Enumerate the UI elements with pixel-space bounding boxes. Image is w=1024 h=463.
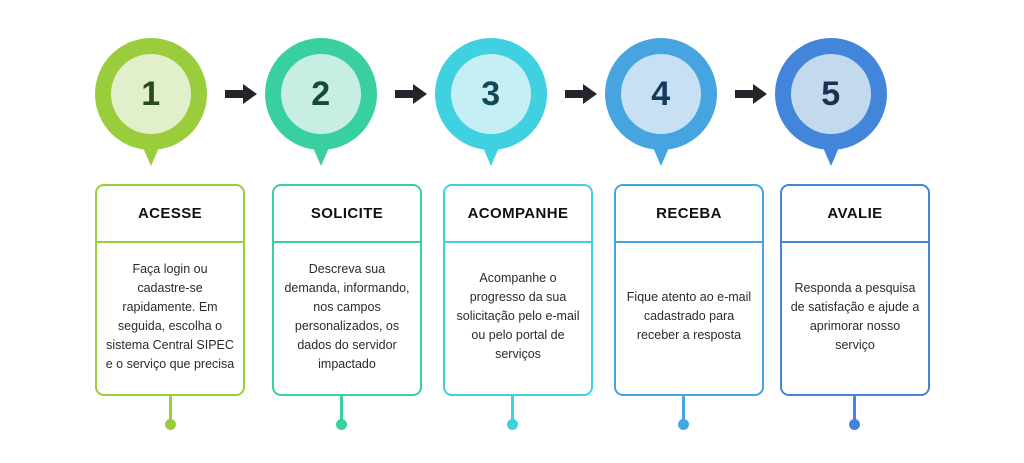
- step-card-title-5: AVALIE: [827, 205, 883, 222]
- step-card-body-4: Fique atento ao e-mail cadastrado para r…: [616, 243, 762, 394]
- stem-4: [682, 396, 685, 422]
- step-card-body-5: Responda a pesquisa de satisfação e ajud…: [782, 243, 928, 394]
- stem-3: [511, 396, 514, 422]
- pin-ring-4: 4: [605, 38, 717, 150]
- dot-3: [507, 419, 518, 430]
- right-arrow-icon-3: [564, 83, 598, 105]
- step-number-2: 2: [311, 75, 331, 113]
- step-card-header-5: AVALIE: [782, 186, 928, 243]
- step-card-text-3: Acompanhe o progresso da sua solicitação…: [456, 271, 580, 361]
- step-card-text-1: Faça login ou cadastre-se rapidamente. E…: [105, 261, 235, 371]
- pin-inner-3: 3: [451, 54, 531, 134]
- step-card-3: ACOMPANHE Acompanhe o progresso da sua s…: [443, 184, 593, 396]
- stem-2: [340, 396, 343, 422]
- stem-1: [169, 396, 172, 422]
- step-marker-3: 3: [435, 38, 547, 168]
- step-card-text-2: Descreva sua demanda, informando, nos ca…: [284, 261, 410, 371]
- pin-inner-4: 4: [621, 54, 701, 134]
- pin-inner-1: 1: [111, 54, 191, 134]
- step-number-1: 1: [141, 75, 161, 113]
- step-number-5: 5: [821, 75, 841, 113]
- right-arrow-icon-4: [734, 83, 768, 105]
- step-marker-4: 4: [605, 38, 717, 168]
- step-marker-2: 2: [265, 38, 377, 168]
- step-card-body-3: Acompanhe o progresso da sua solicitação…: [445, 243, 591, 394]
- right-arrow-icon-2: [394, 83, 428, 105]
- step-card-header-1: ACESSE: [97, 186, 243, 243]
- step-card-title-4: RECEBA: [656, 205, 722, 222]
- step-number-3: 3: [481, 75, 501, 113]
- right-arrow-icon-1: [224, 83, 258, 105]
- step-card-title-3: ACOMPANHE: [467, 205, 569, 222]
- step-card-header-2: SOLICITE: [274, 186, 420, 243]
- step-card-title-2: SOLICITE: [310, 205, 384, 222]
- step-card-5: AVALIE Responda a pesquisa de satisfação…: [780, 184, 930, 396]
- step-card-4: RECEBA Fique atento ao e-mail cadastrado…: [614, 184, 764, 396]
- step-marker-1: 1: [95, 38, 207, 168]
- pin-inner-5: 5: [791, 54, 871, 134]
- pin-ring-3: 3: [435, 38, 547, 150]
- stem-5: [853, 396, 856, 422]
- step-card-text-5: Responda a pesquisa de satisfação e ajud…: [790, 280, 920, 352]
- step-card-title-1: ACESSE: [137, 205, 203, 222]
- step-card-2: SOLICITE Descreva sua demanda, informand…: [272, 184, 422, 396]
- step-card-body-1: Faça login ou cadastre-se rapidamente. E…: [97, 243, 243, 394]
- step-card-header-4: RECEBA: [616, 186, 762, 243]
- dot-2: [336, 419, 347, 430]
- pin-ring-1: 1: [95, 38, 207, 150]
- step-markers-row: 1 2: [95, 38, 955, 168]
- pin-ring-5: 5: [775, 38, 887, 150]
- step-card-header-3: ACOMPANHE: [445, 186, 591, 243]
- step-card-text-4: Fique atento ao e-mail cadastrado para r…: [626, 290, 752, 342]
- pin-inner-2: 2: [281, 54, 361, 134]
- dot-1: [165, 419, 176, 430]
- step-marker-5: 5: [775, 38, 887, 168]
- step-card-body-2: Descreva sua demanda, informando, nos ca…: [274, 243, 420, 394]
- step-cards-row: ACESSE Faça login ou cadastre-se rapidam…: [95, 184, 955, 396]
- dot-4: [678, 419, 689, 430]
- dot-5: [849, 419, 860, 430]
- pin-ring-2: 2: [265, 38, 377, 150]
- step-number-4: 4: [651, 75, 671, 113]
- step-card-1: ACESSE Faça login ou cadastre-se rapidam…: [95, 184, 245, 396]
